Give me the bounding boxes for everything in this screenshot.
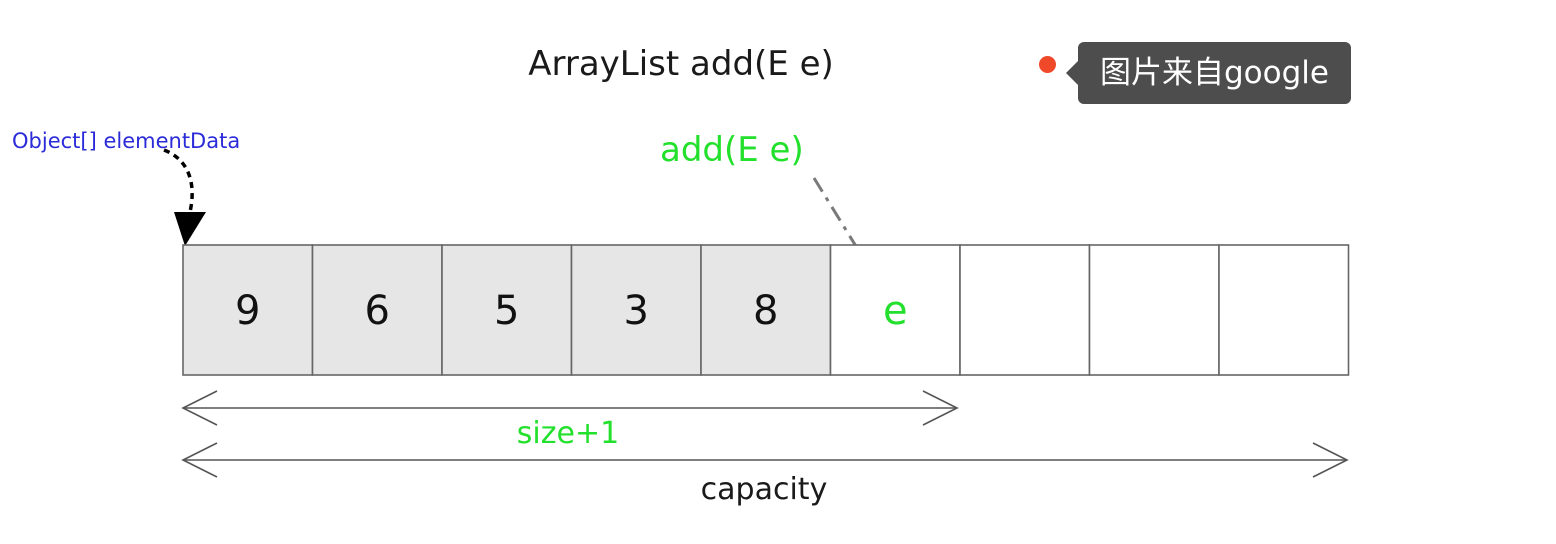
array-cell [441,244,573,376]
array-cell-value: 8 [753,288,778,334]
element-data-label: Object[] elementData [12,129,240,153]
array-cell-empty [1088,244,1220,376]
add-operation-label: add(E e) [660,130,804,170]
array-cell-value: 5 [494,288,519,334]
array-cell-new [829,244,961,376]
array-cell-empty [1218,244,1350,376]
size-span [181,390,959,426]
diagram-title: ArrayList add(E e) [528,44,834,84]
image-source-badge: 图片来自google [1066,42,1351,104]
element-data-arrowhead [174,212,206,246]
element-data-pointer-arrow [163,148,194,213]
array-cell-new-value: e [883,288,908,334]
size-label: size+1 [517,416,619,451]
capacity-label: capacity [701,472,828,507]
array-cells: 9 6 5 3 8 e [182,244,1350,376]
capacity-span [181,442,1349,478]
array-cell [182,244,314,376]
array-cell [311,244,443,376]
array-cell-value: 6 [365,288,390,334]
array-cell-empty [959,244,1091,376]
array-cell-value: 9 [235,288,260,334]
badge-dot-icon [1039,56,1056,73]
array-cell [570,244,702,376]
array-cell [700,244,832,376]
array-cell-value: 3 [624,288,649,334]
